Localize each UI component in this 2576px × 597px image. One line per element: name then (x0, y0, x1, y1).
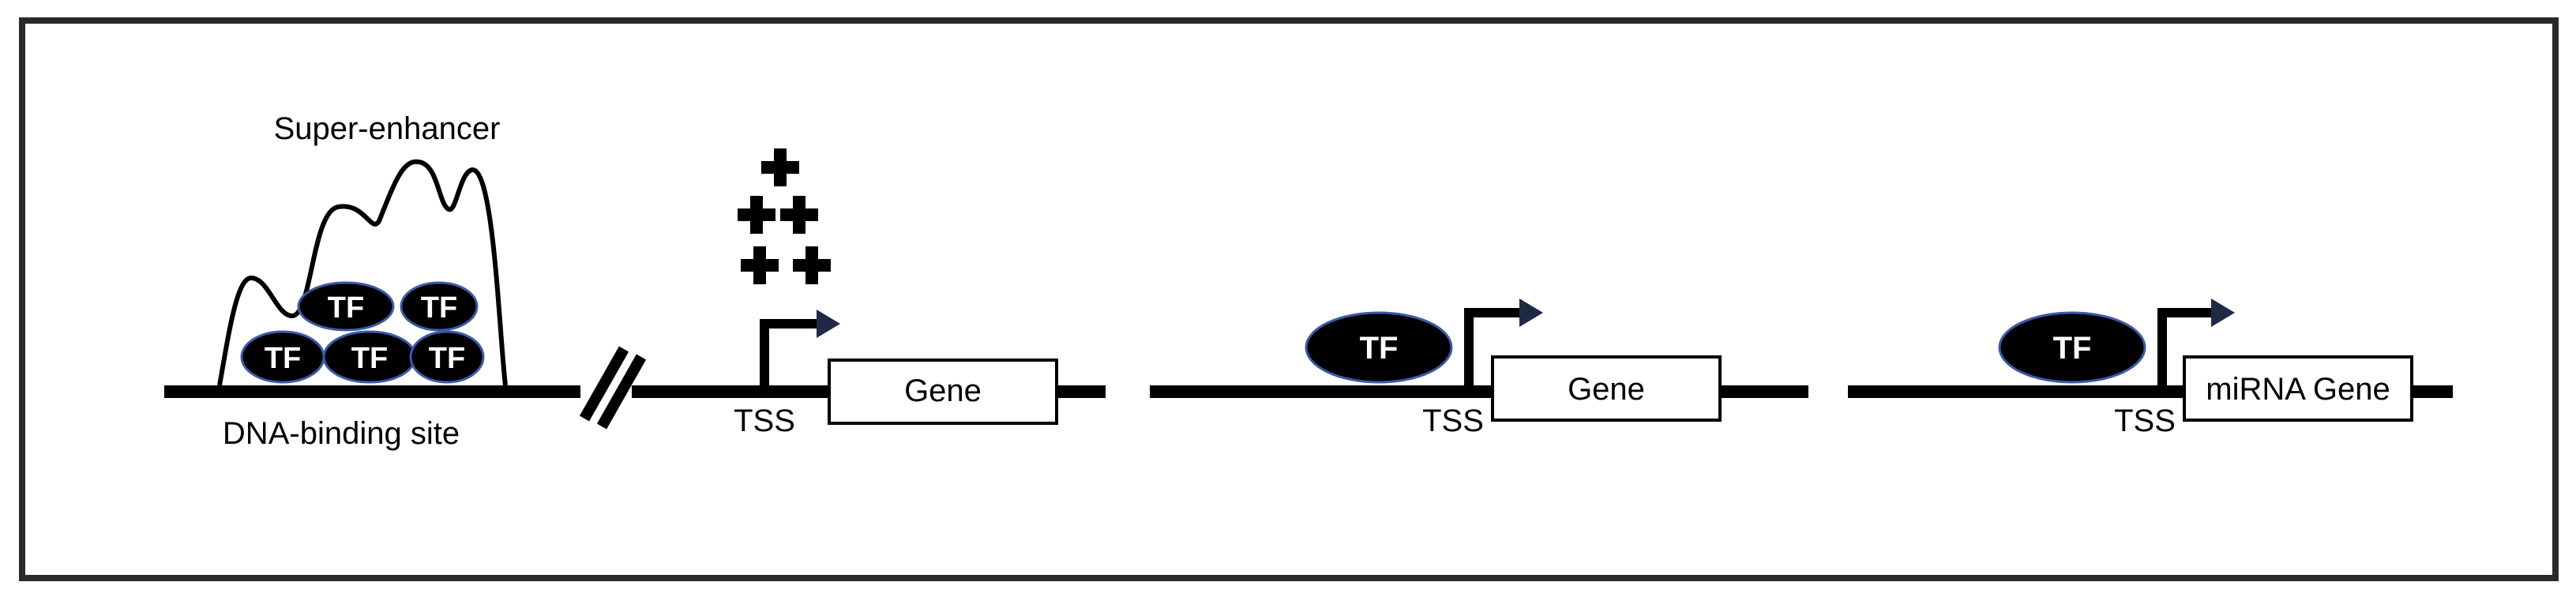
gene-box: Gene (828, 359, 1058, 425)
tss-arrow-icon (2157, 298, 2235, 387)
panel-tf-mirna-gene: TF TSS miRNA Gene (1848, 298, 2453, 438)
tss-label: TSS (734, 404, 795, 438)
tf-label: TF (328, 291, 364, 325)
tf-label: TF (351, 342, 388, 375)
tf-label: TF (265, 342, 301, 375)
tf-label: TF (421, 291, 457, 325)
gene-label: Gene (904, 374, 982, 408)
tf-label: TF (429, 342, 465, 375)
tf-bubble: TF (240, 330, 325, 384)
tf-label: TF (1360, 331, 1399, 366)
plus-icon (780, 196, 818, 234)
gene-box: Gene (1491, 355, 1722, 422)
tss-arrow-icon (1464, 298, 1543, 387)
tss-label: TSS (1422, 404, 1484, 438)
tf-bubble: TF (400, 281, 479, 332)
tss-label: TSS (2114, 404, 2176, 438)
gene-box: miRNA Gene (2183, 355, 2413, 422)
dna-break-symbol (579, 346, 647, 430)
mirna-gene-label: miRNA Gene (2206, 372, 2390, 407)
plus-icon (793, 246, 831, 284)
tf-bubble: TF (409, 330, 485, 384)
tss-arrow-icon (760, 310, 840, 387)
dna-binding-site-label: DNA-binding site (223, 416, 460, 451)
tf-label: TF (2053, 331, 2092, 366)
plus-icon (738, 196, 775, 234)
plus-icon (741, 246, 779, 284)
tf-bubble: TF (1305, 311, 1453, 384)
panel-super-enhancer: Super-enhancer TF TF TF TF TF DNA-bindin… (164, 111, 1106, 451)
gene-label: Gene (1568, 372, 1645, 407)
tf-bubble: TF (322, 330, 417, 384)
super-enhancer-peak-curve (217, 159, 508, 386)
plus-icon (761, 148, 799, 186)
tf-bubble: TF (297, 281, 395, 332)
super-enhancer-label: Super-enhancer (274, 111, 501, 146)
activation-plus-icons (738, 148, 831, 284)
tf-bubble: TF (1998, 311, 2146, 384)
panel-tf-gene: TF TSS Gene (1150, 298, 1808, 438)
